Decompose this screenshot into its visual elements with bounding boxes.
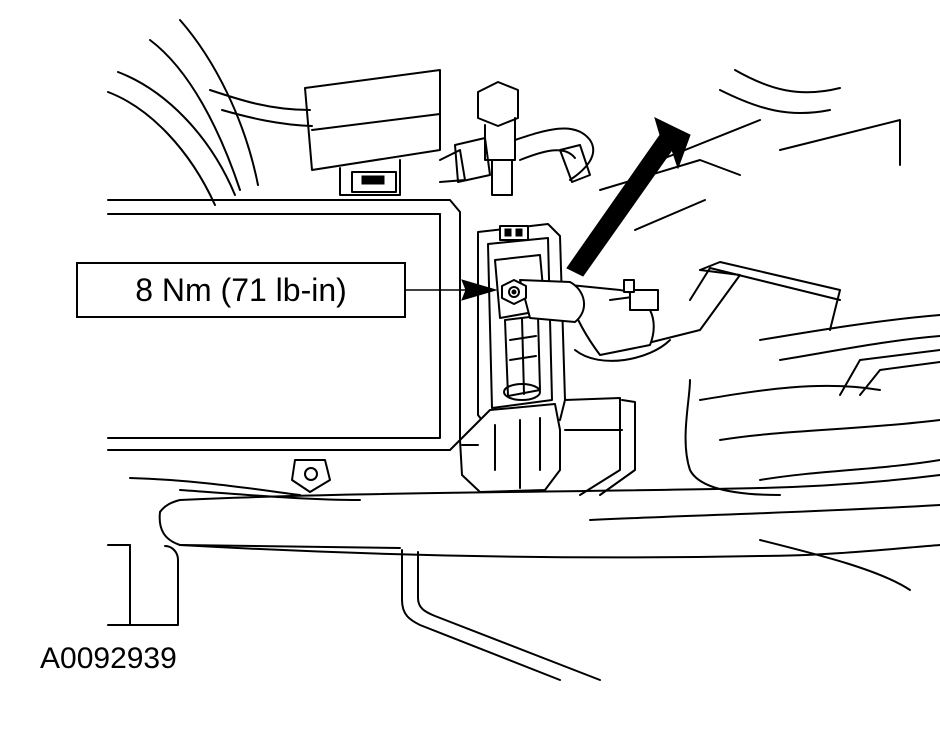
figure-id-label: A0092939 [40,642,177,675]
right-structure [599,69,940,496]
torque-leader [406,279,498,301]
lower-bracket [564,397,636,496]
side-connector [569,279,671,362]
top-bolt [439,81,595,196]
direction-arrow [566,117,691,277]
frame-rail [129,474,940,591]
upper-hoses [107,19,313,206]
main-module-box [107,199,461,493]
sensor-bracket [459,223,585,493]
torque-callout: 8 Nm (71 lb-in) [76,262,406,318]
lower-left-bracket [107,544,601,681]
upper-module [304,69,441,196]
torque-callout-text: 8 Nm (71 lb-in) [135,271,347,308]
